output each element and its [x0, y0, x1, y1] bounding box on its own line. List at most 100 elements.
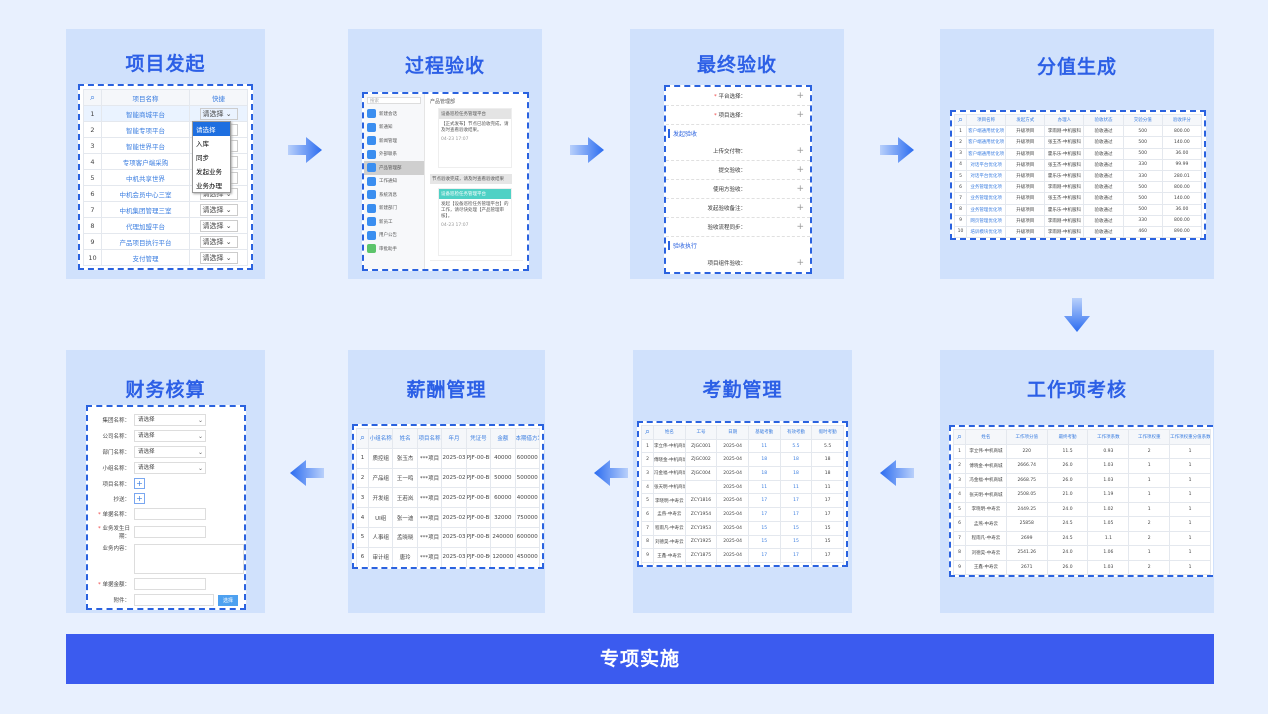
quick-action-select[interactable]: 请选择 ⌄ [199, 219, 238, 232]
add-icon[interactable]: + [796, 222, 804, 232]
dropdown-option[interactable]: 发起业务 [196, 168, 222, 176]
column-header[interactable]: 姓名 [392, 428, 418, 449]
column-header[interactable]: 姓名 [965, 429, 1007, 445]
column-header[interactable]: 工作项权重 [1128, 429, 1171, 445]
table-cell[interactable]: 网页管理优化项 [965, 214, 1007, 227]
table-cell[interactable]: 11 [747, 479, 781, 495]
table-cell[interactable]: 18 [747, 452, 781, 468]
column-header[interactable]: 项目名称 [416, 428, 443, 449]
quick-action-select[interactable]: 请选择 ⌄ [199, 251, 238, 264]
table-cell[interactable]: 15 [779, 520, 813, 536]
search-icon[interactable]: ⌕ [359, 433, 366, 444]
dropdown-option[interactable]: 业务办理 [196, 182, 222, 190]
contact-item[interactable]: 系统消息 [364, 188, 424, 202]
column-header[interactable]: 验收状态 [1083, 113, 1124, 127]
dropdown-option[interactable]: 同步 [196, 154, 209, 162]
column-header[interactable]: 有效考勤 [779, 425, 813, 440]
attachment-input[interactable] [134, 594, 214, 606]
column-header[interactable]: 小组名称 [367, 428, 394, 449]
add-icon[interactable]: + [796, 203, 804, 213]
chat-input[interactable] [430, 260, 523, 267]
table-cell[interactable]: 17 [779, 548, 813, 563]
contact-item[interactable]: 用户公告 [364, 229, 424, 243]
choose-button[interactable]: 选择 [218, 594, 239, 606]
column-header[interactable]: 交验分值 [1122, 113, 1163, 127]
column-header[interactable]: 基础考勤 [747, 425, 781, 440]
column-header[interactable]: 项目名称 [965, 113, 1007, 127]
contact-item[interactable]: 新员工 [364, 215, 424, 229]
table-cell[interactable]: 业务管理优化项 [965, 203, 1007, 216]
table-cell[interactable]: 客户端通用优化项 [965, 147, 1007, 160]
search-icon[interactable]: ⌕ [644, 427, 651, 438]
add-icon[interactable]: + [796, 91, 804, 101]
table-cell[interactable]: 17 [747, 493, 781, 509]
select-field[interactable]: 请选择 [134, 430, 206, 442]
table-cell[interactable]: 客户端通用优化项 [965, 125, 1007, 138]
contact-item[interactable]: 审批助手 [364, 242, 424, 256]
add-icon[interactable]: + [796, 165, 804, 175]
column-header[interactable]: 工号 [684, 425, 718, 440]
dropdown-option[interactable]: 入库 [196, 140, 209, 148]
table-cell[interactable]: 培训模块优化项 [965, 225, 1007, 238]
table-cell[interactable]: 11 [747, 438, 781, 454]
table-cell[interactable]: 业务管理优化项 [965, 181, 1007, 194]
table-cell[interactable]: 专项客户端采购 [101, 153, 190, 170]
add-button[interactable]: + [134, 478, 145, 489]
select-field[interactable]: 请选择 [134, 462, 206, 474]
column-header[interactable]: 工作项权重分值系数 [1169, 429, 1211, 445]
column-header[interactable]: 项目名称 [101, 89, 190, 106]
table-cell[interactable]: 支付管理 [101, 249, 190, 266]
table-cell[interactable]: 智能商城平台 [101, 105, 190, 122]
quick-action-select[interactable]: 请选择 ⌄ [199, 203, 238, 216]
table-cell[interactable]: 17 [747, 507, 781, 522]
table-cell[interactable]: 产品项目执行平台 [101, 233, 190, 250]
table-cell[interactable]: 中机共享世界 [101, 169, 190, 186]
search-icon[interactable]: ⌕ [957, 115, 964, 126]
dropdown-option[interactable]: 请选择 [193, 122, 230, 136]
table-cell[interactable]: 18 [779, 452, 813, 468]
table-cell[interactable]: 18 [747, 466, 781, 481]
column-header[interactable]: 日期 [716, 425, 749, 440]
contact-item[interactable]: 新通知 [364, 121, 424, 135]
table-cell[interactable]: 业务管理优化项 [965, 192, 1007, 205]
column-header[interactable]: 工作项分值 [1005, 429, 1048, 445]
table-cell[interactable]: 代理加盟平台 [101, 217, 190, 234]
select-field[interactable]: 请选择 [134, 414, 206, 426]
contact-item[interactable]: 新建部门 [364, 202, 424, 216]
column-header[interactable]: 假时考勤 [811, 425, 844, 440]
column-header[interactable]: 年月 [441, 428, 467, 449]
add-icon[interactable]: + [796, 184, 804, 194]
table-cell[interactable]: 17 [779, 507, 813, 522]
text-input[interactable] [134, 508, 206, 520]
table-cell[interactable]: 对话平台优化项 [965, 158, 1007, 171]
column-header[interactable]: 发起方式 [1005, 113, 1046, 127]
table-cell[interactable]: 15 [779, 534, 813, 550]
column-header[interactable]: 办理人 [1044, 113, 1085, 127]
contact-item[interactable]: 外部联系 [364, 148, 424, 162]
table-cell[interactable]: 17 [779, 561, 813, 565]
select-field[interactable]: 请选择 [134, 446, 206, 458]
table-cell[interactable]: 智能世界平台 [101, 137, 190, 154]
add-button[interactable]: + [134, 493, 145, 504]
table-cell[interactable]: 11 [779, 479, 813, 495]
quick-action-select[interactable]: 请选择 ⌄ [199, 107, 238, 120]
contact-item[interactable]: 工作通知 [364, 175, 424, 189]
table-cell[interactable]: 智能专项平台 [101, 121, 190, 138]
table-cell[interactable]: 客户端通用优化项 [965, 136, 1007, 149]
column-header[interactable]: 凭证号 [465, 428, 492, 449]
contact-item[interactable]: 产品管理部 [364, 161, 424, 175]
column-header[interactable]: 验收评分 [1161, 113, 1203, 127]
search-icon[interactable]: ⌕ [89, 92, 96, 103]
table-cell[interactable]: 中机会员中心三室 [101, 185, 190, 202]
quick-action-select[interactable]: 请选择 ⌄ [199, 235, 238, 248]
text-input[interactable] [134, 578, 206, 590]
contact-item[interactable]: 新闻管理 [364, 134, 424, 148]
quick-action-dropdown[interactable]: 请选择入库同步发起业务业务办理 [192, 121, 231, 193]
table-cell[interactable]: 中机集团管理三室 [101, 201, 190, 218]
table-cell[interactable]: 5.5 [779, 438, 813, 454]
column-header[interactable]: 金额 [490, 428, 516, 449]
table-cell[interactable]: 17 [747, 561, 781, 565]
add-icon[interactable]: + [796, 258, 804, 268]
table-cell[interactable]: 15 [747, 534, 781, 550]
add-icon[interactable]: + [796, 146, 804, 156]
